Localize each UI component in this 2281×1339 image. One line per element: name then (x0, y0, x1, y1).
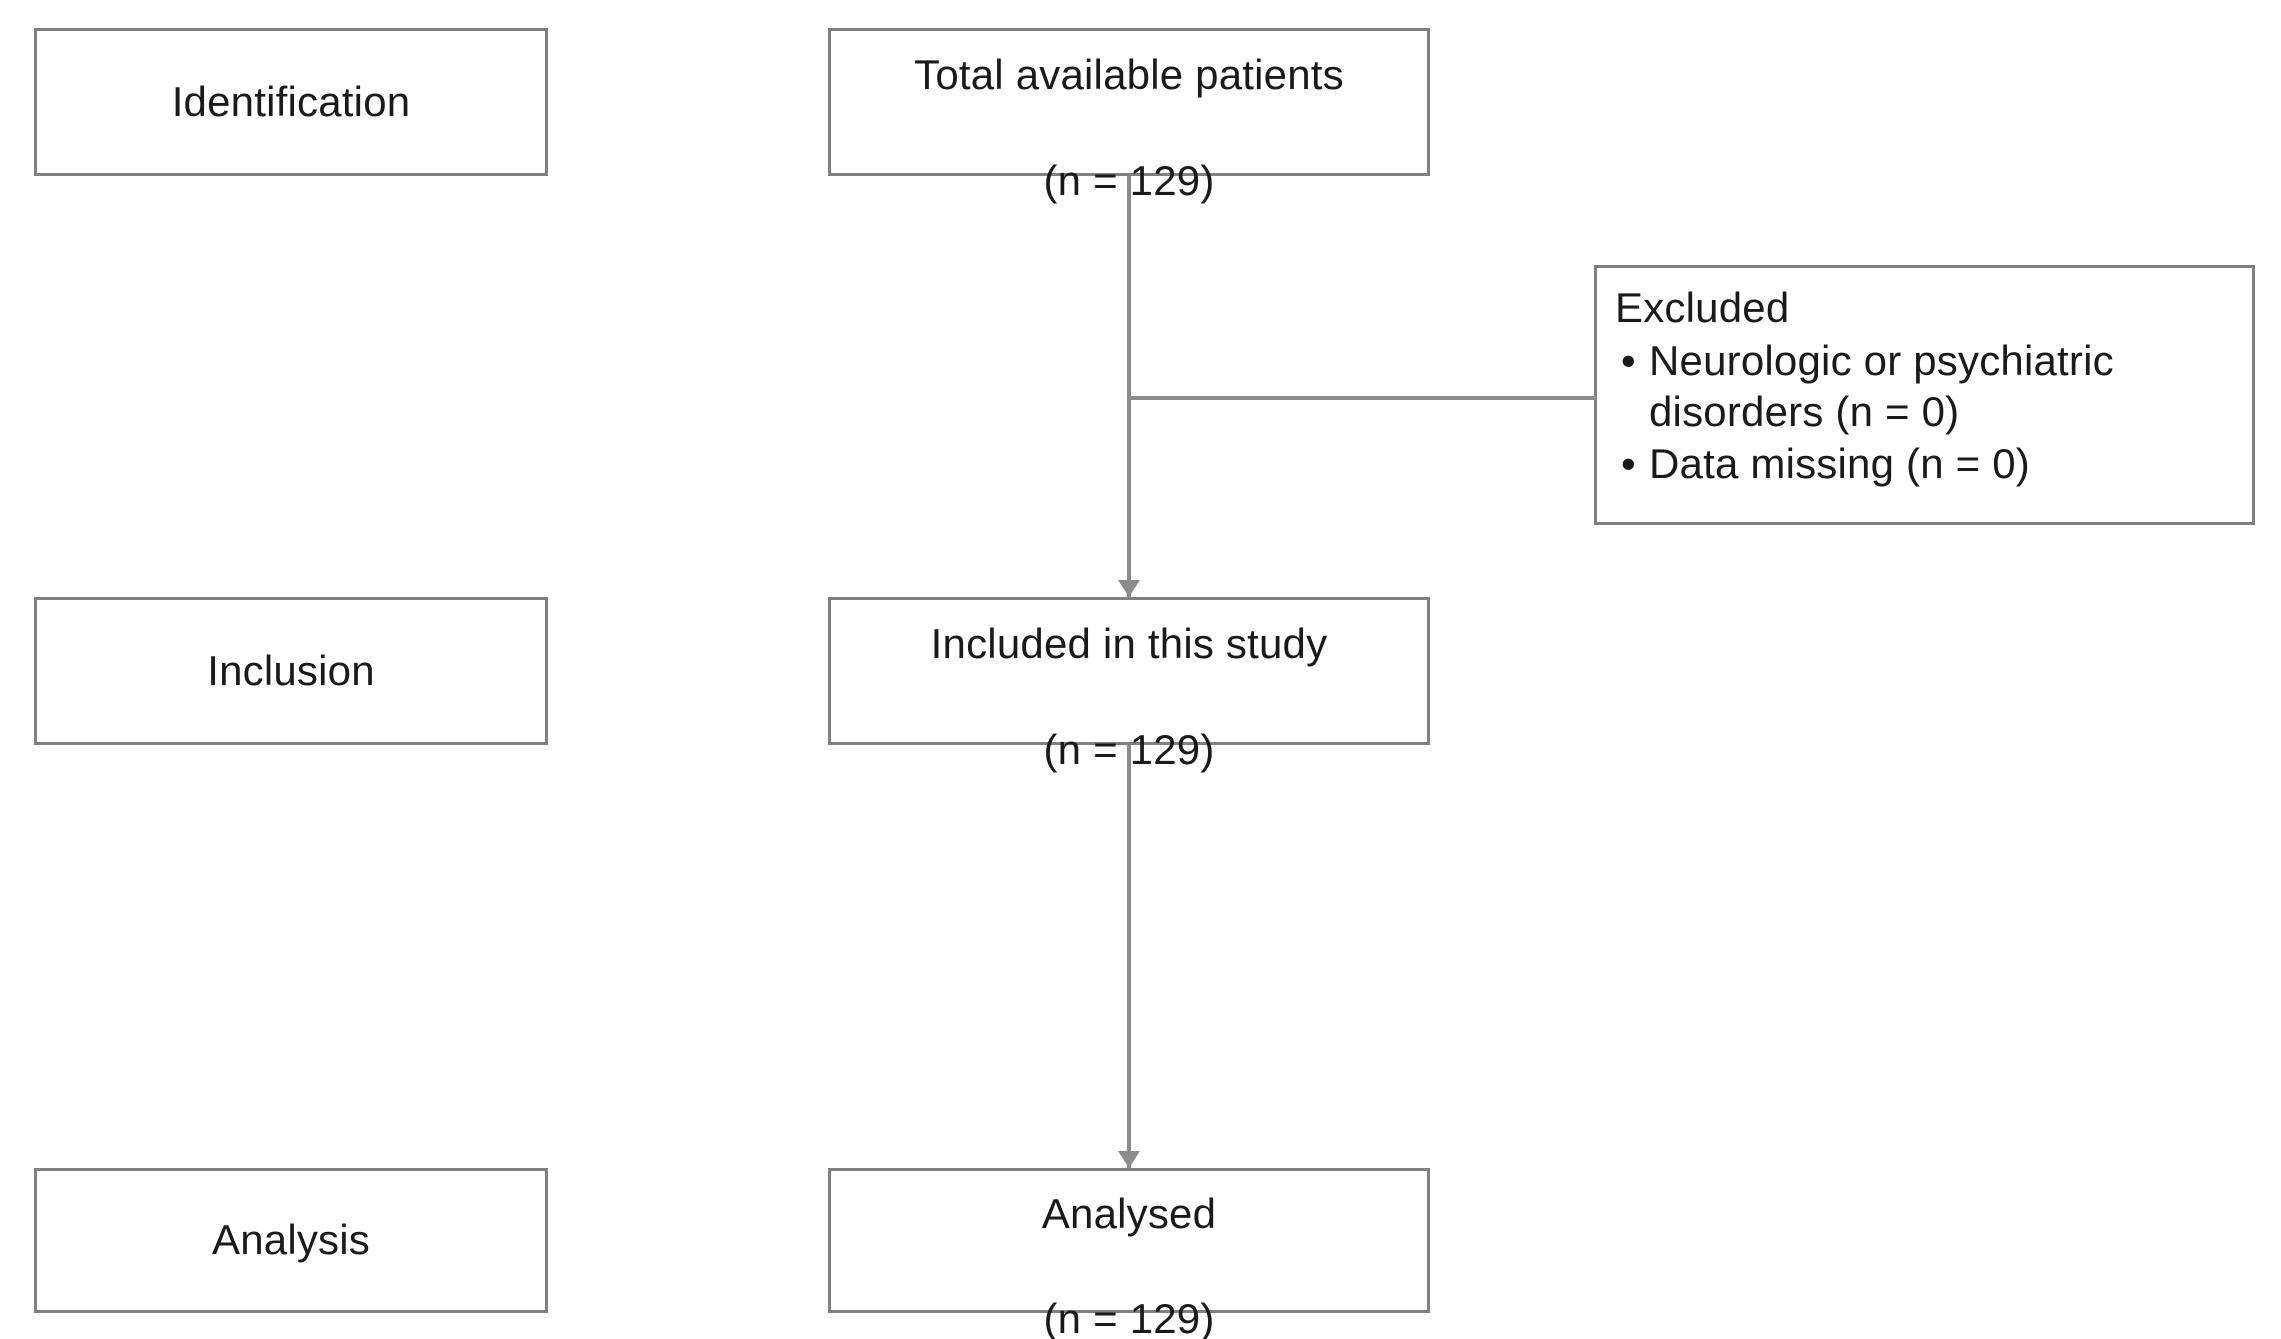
arrowhead-total-to-included (1118, 580, 1140, 597)
connector-total-to-included (1127, 176, 1131, 597)
stage-box-identification: Identification (34, 28, 548, 176)
excluded-reason-label: Data missing (n = 0) (1649, 439, 2030, 487)
excluded-reason-label: Neurologic or psychiatric disorders (n =… (1649, 337, 2114, 436)
excluded-box: Excluded • Neurologic or psychiatric dis… (1594, 265, 2255, 525)
stage-box-analysis: Analysis (34, 1168, 548, 1313)
flow-node-included: Included in this study (n = 129) (828, 597, 1430, 773)
stage-box-inclusion: Inclusion (34, 597, 548, 745)
flow-node-analysed-label: Analysed (1041, 1189, 1217, 1237)
stage-label-inclusion: Inclusion (207, 646, 375, 694)
excluded-reason-item: • Neurologic or psychiatric disorders (n… (1615, 335, 2236, 437)
excluded-reason-list: • Neurologic or psychiatric disorders (n… (1615, 335, 2236, 489)
stage-label-analysis: Analysis (212, 1216, 370, 1264)
excluded-box-content: Excluded • Neurologic or psychiatric dis… (1615, 282, 2236, 489)
bullet-icon: • (1621, 439, 1636, 487)
connector-included-to-analysed (1127, 745, 1131, 1168)
excluded-reason-item: • Data missing (n = 0) (1615, 438, 2236, 489)
excluded-title: Excluded (1615, 284, 1790, 331)
flow-node-total-available: Total available patients (n = 129) (828, 28, 1430, 204)
flow-node-total-available-count: (n = 129) (1043, 156, 1215, 204)
stage-label-identification: Identification (171, 77, 411, 125)
bullet-icon: • (1621, 337, 1636, 385)
flow-node-analysed-count: (n = 129) (1043, 1295, 1215, 1339)
flow-node-included-label: Included in this study (930, 620, 1328, 668)
flow-node-included-count: (n = 129) (1043, 725, 1215, 773)
flow-node-analysed: Analysed (n = 129) (828, 1168, 1430, 1339)
flow-node-included-text: Included in this study (n = 129) (831, 565, 1427, 777)
flow-node-total-available-label: Total available patients (914, 51, 1344, 99)
flow-node-analysed-text: Analysed (n = 129) (831, 1135, 1427, 1339)
connector-branch-to-excluded (1127, 396, 1596, 400)
arrowhead-included-to-analysed (1118, 1151, 1140, 1168)
flow-node-total-available-text: Total available patients (n = 129) (831, 0, 1427, 208)
